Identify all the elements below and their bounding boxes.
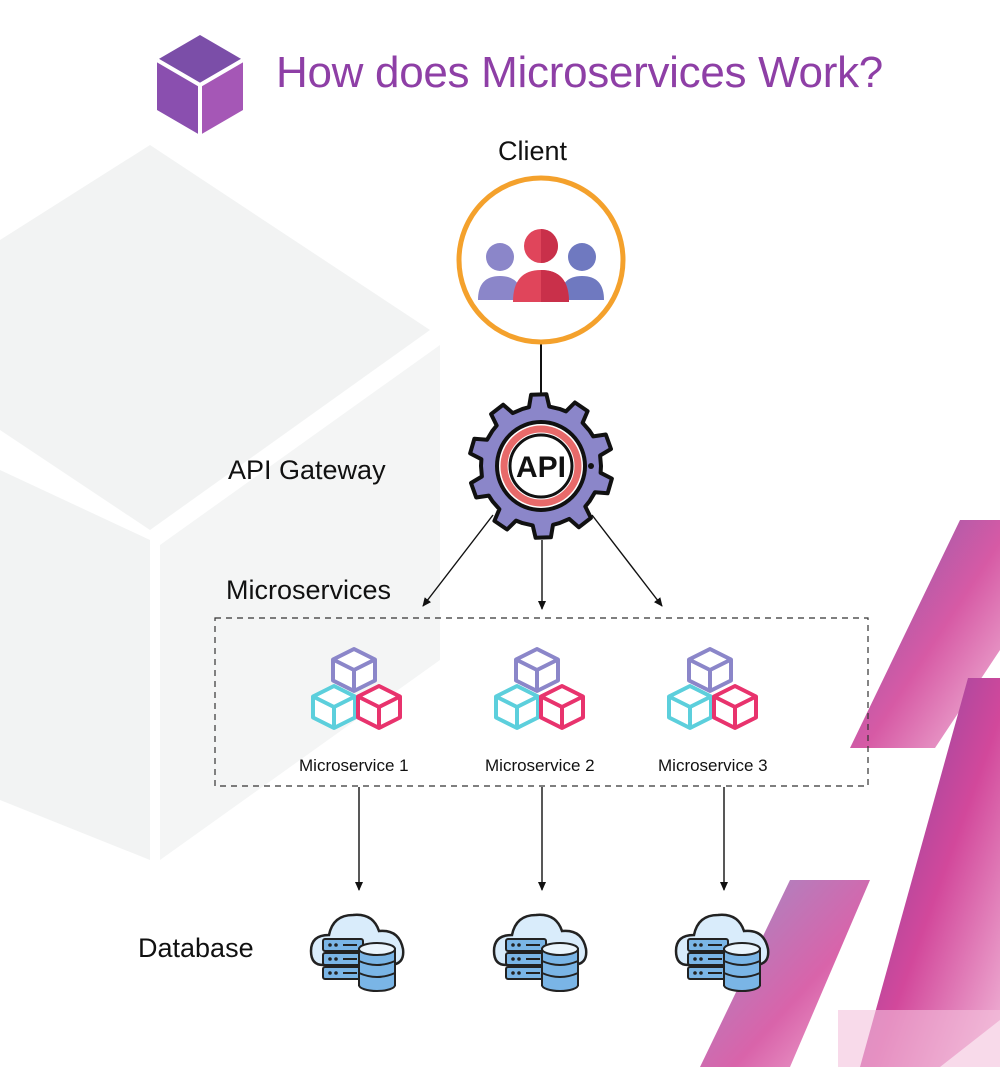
- gateway-to-ms3-arrow: [591, 514, 663, 607]
- client-label: Client: [498, 136, 568, 166]
- microservices-group-box: [214, 617, 869, 787]
- microservice-3-label: Microservice 3: [658, 756, 768, 775]
- microservice-1-cubes-icon: [311, 647, 402, 730]
- page-title: How does Microservices Work?: [276, 48, 883, 97]
- microservice-2-cubes-icon: [494, 647, 585, 730]
- api-gear-text: API: [516, 451, 566, 484]
- database-2-icon: [492, 913, 588, 992]
- microservice-3-cubes-icon: [667, 647, 758, 730]
- gateway-to-ms1-arrow: [422, 514, 494, 607]
- background-stripes-decoration: [700, 520, 1000, 1067]
- microservice-1-label: Microservice 1: [299, 756, 409, 775]
- database-1-icon: [309, 913, 405, 992]
- api-gateway-label: API Gateway: [228, 455, 386, 485]
- api-gear-icon: API: [468, 392, 614, 540]
- cube-logo-icon: [155, 35, 245, 135]
- database-label: Database: [138, 933, 254, 963]
- database-3-icon: [674, 913, 770, 992]
- users-group-icon: [478, 229, 604, 302]
- microservice-2-label: Microservice 2: [485, 756, 595, 775]
- background-cube-decoration: [0, 145, 440, 860]
- client-node: [456, 175, 626, 345]
- microservices-label: Microservices: [226, 575, 392, 605]
